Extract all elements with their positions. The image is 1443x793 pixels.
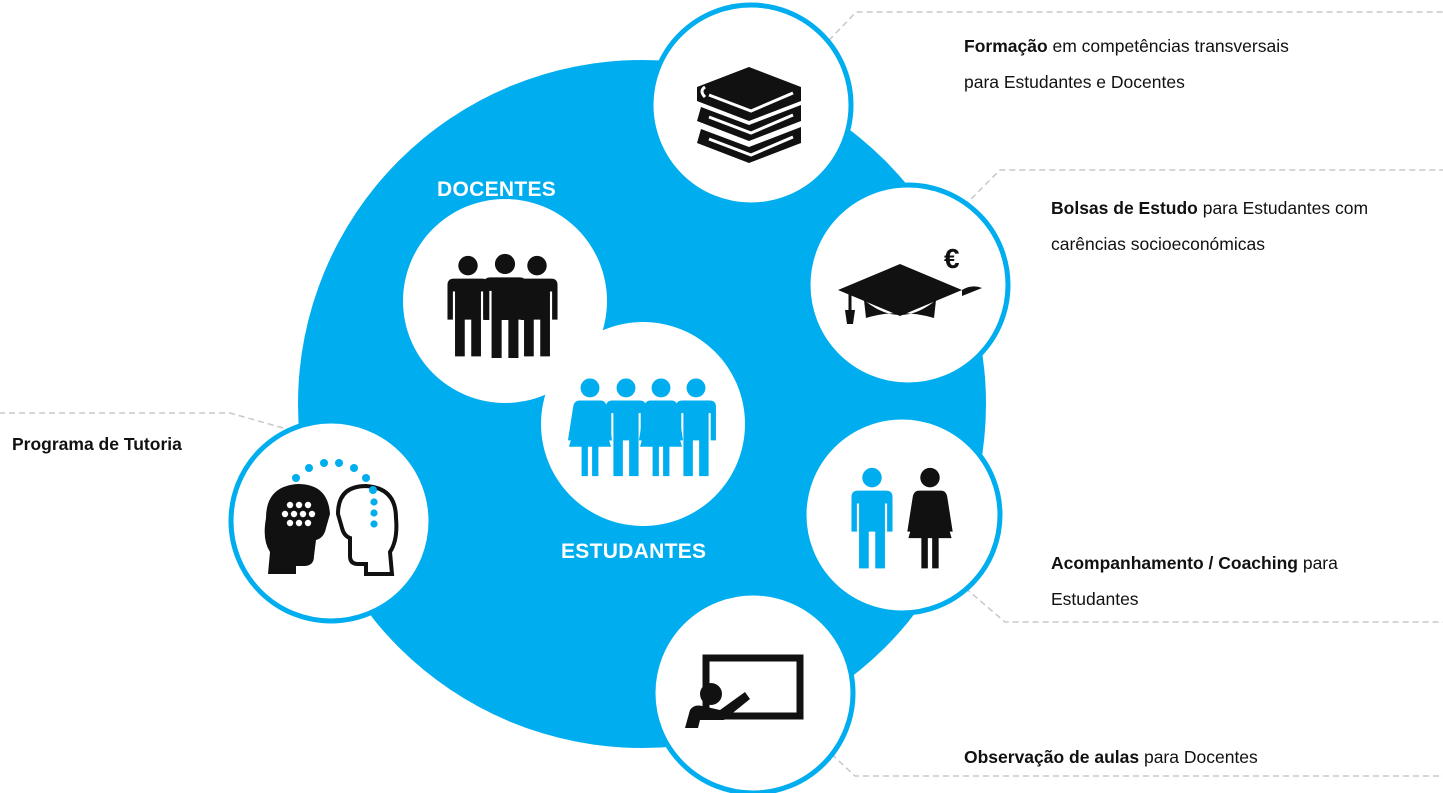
estudantes-node [541, 322, 745, 526]
connector-acompanhamento [949, 574, 1443, 623]
tutoria-node [228, 418, 434, 624]
bolsas-caption: Bolsas de Estudo para Estudantes com car… [1051, 190, 1368, 262]
estudantes-label: ESTUDANTES [561, 540, 707, 563]
acompanhamento-caption: Acompanhamento / Coaching para Estudante… [1051, 545, 1338, 617]
acompanhamento-text-line1: para [1297, 553, 1338, 573]
acompanhamento-title: Acompanhamento / Coaching [1051, 553, 1298, 573]
formacao-text-line1: em competências transversais [1047, 36, 1289, 56]
docentes-node [403, 199, 607, 403]
docentes-label: DOCENTES [437, 178, 557, 201]
connector-tutoria [0, 412, 284, 429]
acompanhamento-node [801, 414, 1003, 616]
formacao-node [648, 2, 854, 208]
connector-formacao [814, 11, 1443, 56]
two-heads-knowledge-transfer-icon [264, 459, 399, 576]
teacher-at-board-icon [685, 654, 804, 728]
graduation-cap-euro-icon: € [838, 243, 982, 324]
stack-of-books-icon [697, 67, 801, 163]
connector-observacao [794, 719, 1443, 777]
bolsas-text-line1: para Estudantes com [1197, 198, 1369, 218]
acompanhamento-text-line2: Estudantes [1051, 589, 1139, 609]
bolsas-text-line2: carências socioeconómicas [1051, 234, 1265, 254]
bolsas-title: Bolsas de Estudo [1051, 198, 1198, 218]
bolsas-node: € [805, 182, 1011, 388]
tutoria-caption: Programa de Tutoria [12, 434, 182, 454]
formacao-caption: Formação em competências transversais pa… [964, 28, 1289, 100]
svg-text:€: € [944, 243, 960, 274]
observacao-text-line1: para Docentes [1139, 747, 1258, 767]
formacao-title: Formação [964, 36, 1048, 56]
observacao-title: Observação de aulas [964, 747, 1140, 767]
formacao-text-line2: para Estudantes e Docentes [964, 72, 1185, 92]
observacao-node [650, 590, 856, 793]
observacao-caption: Observação de aulas para Docentes [964, 745, 1258, 769]
